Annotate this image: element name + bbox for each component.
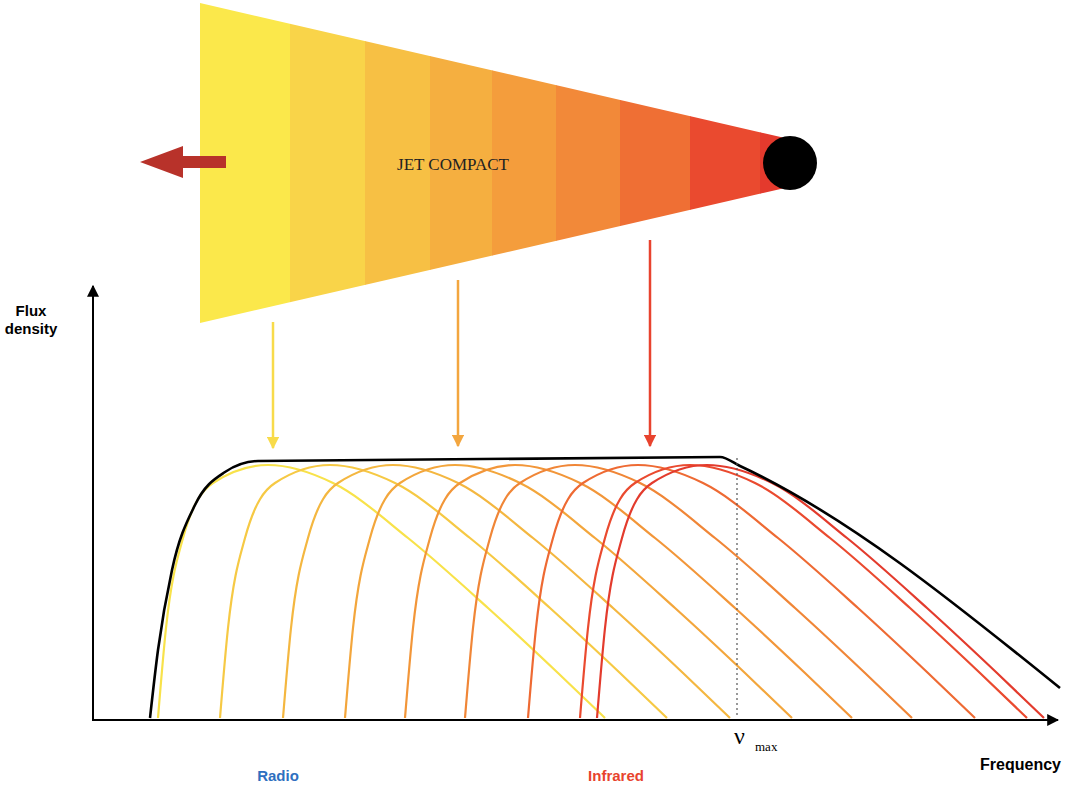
jet-band: [690, 0, 761, 326]
direction-arrow: [140, 146, 226, 178]
frequency-symbol: ν: [734, 724, 745, 748]
axis-title: Frequency: [980, 757, 1061, 773]
frequency-subscript: max: [755, 740, 777, 753]
pointer-arrow: [272, 322, 275, 448]
jet-band: [556, 0, 621, 326]
black-hole: [763, 136, 817, 190]
component-spectrum: [597, 465, 1044, 718]
band-label: Radio: [257, 768, 299, 783]
jet-cone: JET COMPACT: [130, 0, 820, 326]
pointer-arrow: [649, 240, 652, 446]
x-axis: [92, 719, 1058, 721]
total-spectrum: [150, 457, 1060, 718]
jet-band: [290, 0, 366, 326]
pointer-arrow: [457, 280, 460, 446]
component-spectra: [150, 457, 1060, 718]
component-spectrum: [345, 465, 792, 718]
max-frequency-line: [736, 458, 737, 718]
jet-label: JET COMPACT: [397, 155, 509, 175]
axis-title: Flux density: [2, 302, 60, 338]
component-spectrum: [158, 465, 605, 718]
y-axis: [92, 286, 94, 721]
component-spectrum: [283, 465, 730, 718]
jet-band: [620, 0, 691, 326]
band-label: Infrared: [588, 768, 644, 783]
